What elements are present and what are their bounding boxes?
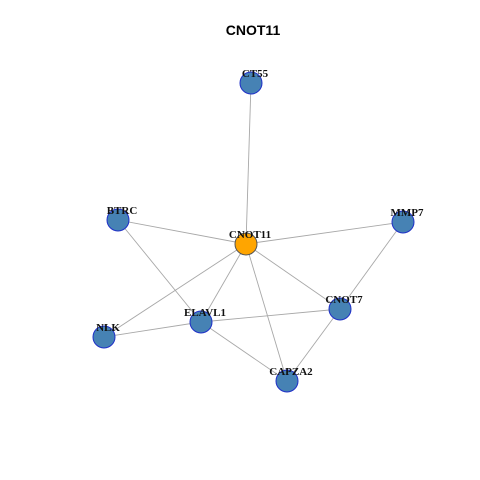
node-label-btrc: BTRC: [107, 205, 138, 217]
node-label-nlk: NLK: [96, 322, 120, 334]
node-mmp7: MMP7: [391, 207, 424, 234]
node-ct55: CT55: [239, 68, 269, 95]
edge-elavl1-cnot7: [200, 308, 341, 323]
node-elavl1: ELAVL1: [184, 307, 226, 334]
edge-btrc-elavl1: [117, 219, 202, 323]
node-label-elavl1: ELAVL1: [184, 307, 226, 319]
node-circle-ct55: [239, 71, 263, 95]
node-circle-cnot11: [234, 232, 258, 256]
node-cnot7: CNOT7: [325, 294, 363, 321]
node-label-cnot11: CNOT11: [229, 229, 271, 241]
node-label-cnot7: CNOT7: [325, 294, 363, 306]
edge-mmp7-cnot7: [339, 221, 404, 310]
edge-cnot11-mmp7: [245, 221, 404, 245]
edge-elavl1-capza2: [200, 321, 288, 382]
edge-cnot11-btrc: [117, 219, 247, 245]
edge-cnot11-ct55: [245, 82, 252, 245]
graph-title: CNOT11: [226, 22, 281, 38]
node-circle-btrc: [106, 208, 130, 232]
node-circle-capza2: [275, 369, 299, 393]
node-nlk: NLK: [92, 322, 120, 349]
node-circle-mmp7: [391, 210, 415, 234]
node-circle-nlk: [92, 325, 116, 349]
node-capza2: CAPZA2: [269, 366, 313, 393]
edge-cnot11-cnot7: [245, 243, 341, 310]
edge-cnot11-capza2: [245, 243, 288, 382]
node-circle-elavl1: [189, 310, 213, 334]
node-circle-cnot7: [328, 297, 352, 321]
edge-cnot11-elavl1: [200, 243, 247, 323]
node-btrc: BTRC: [106, 205, 138, 232]
edge-cnot7-capza2: [286, 308, 341, 382]
edges-layer: [103, 82, 404, 382]
node-label-capza2: CAPZA2: [269, 366, 313, 378]
node-cnot11: CNOT11: [229, 229, 271, 256]
node-label-ct55: CT55: [242, 68, 269, 80]
edge-nlk-elavl1: [103, 321, 202, 338]
node-label-mmp7: MMP7: [391, 207, 424, 219]
